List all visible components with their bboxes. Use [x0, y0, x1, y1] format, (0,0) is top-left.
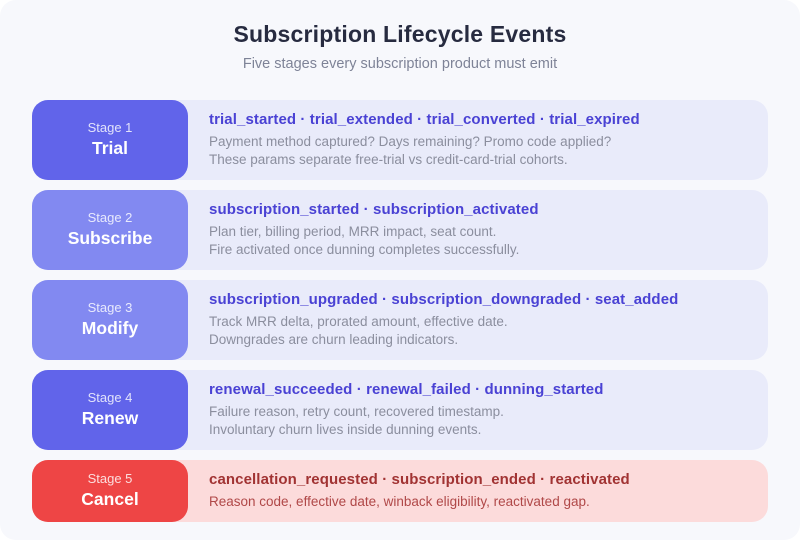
stage-description: Payment method captured? Days remaining?…: [209, 133, 748, 169]
stage-content: renewal_succeeded · renewal_failed · dun…: [188, 370, 768, 450]
stage-description-line: Payment method captured? Days remaining?…: [209, 134, 612, 149]
stage-description: Reason code, effective date, winback eli…: [209, 493, 748, 511]
stage-row: Stage 2 Subscribe subscription_started ·…: [32, 189, 768, 270]
stage-number-label: Stage 4: [87, 390, 133, 406]
stage-event-names: renewal_succeeded · renewal_failed · dun…: [209, 380, 604, 398]
stage-description-line: Reason code, effective date, winback eli…: [209, 493, 590, 509]
stage-description-line: Track MRR delta, prorated amount, effect…: [209, 313, 508, 329]
stage-event-names: subscription_started · subscription_acti…: [209, 200, 539, 218]
stage-content: trial_started · trial_extended · trial_c…: [188, 100, 768, 180]
stage-badge: Stage 3 Modify: [32, 279, 188, 360]
stage-description: Failure reason, retry count, recovered t…: [209, 403, 748, 439]
stage-badge: Stage 2 Subscribe: [32, 189, 188, 270]
page-subtitle: Five stages every subscription product m…: [242, 56, 558, 72]
stage-row: Stage 3 Modify subscription_upgraded · s…: [32, 279, 768, 360]
stage-number-label: Stage 5: [87, 471, 133, 487]
stage-badge: Stage 4 Renew: [32, 369, 188, 450]
stage-description-line: These params separate free-trial vs cred…: [209, 151, 568, 167]
stage-number-label: Stage 2: [87, 210, 133, 226]
stage-name: Trial: [92, 138, 128, 159]
stage-content: cancellation_requested · subscription_en…: [188, 460, 768, 522]
stage-name: Renew: [81, 408, 139, 429]
stage-row: Stage 1 Trial trial_started · trial_exte…: [32, 100, 768, 180]
stage-name: Cancel: [81, 489, 139, 510]
stage-content: subscription_upgraded · subscription_dow…: [188, 280, 768, 360]
stage-description: Track MRR delta, prorated amount, effect…: [209, 313, 748, 349]
stage-description-line: Downgrades are churn leading indicators.: [209, 331, 459, 347]
stage-row: Stage 4 Renew renewal_succeeded · renewa…: [32, 369, 768, 450]
stage-description-line: Involuntary churn lives inside dunning e…: [209, 421, 482, 437]
stage-event-names: trial_started · trial_extended · trial_c…: [209, 111, 640, 128]
stage-row: Stage 5 Cancel cancellation_requested · …: [32, 459, 768, 522]
stage-badge: Stage 5 Cancel: [32, 459, 188, 522]
stage-event-names: cancellation_requested · subscription_en…: [209, 470, 630, 488]
stage-description: Plan tier, billing period, MRR impact, s…: [209, 223, 748, 259]
stage-number-label: Stage 1: [87, 120, 133, 136]
stage-event-names: subscription_upgraded · subscription_dow…: [209, 290, 679, 308]
stage-description-line: Fire activated once dunning completes su…: [209, 241, 520, 257]
stage-list: Stage 1 Trial trial_started · trial_exte…: [32, 100, 768, 522]
stage-badge: Stage 1 Trial: [32, 100, 188, 180]
stage-description-line: Failure reason, retry count, recovered t…: [209, 403, 504, 419]
stage-name: Subscribe: [67, 228, 153, 249]
stage-name: Modify: [81, 318, 139, 339]
page-title: Subscription Lifecycle Events: [233, 21, 567, 47]
stage-description-line: Plan tier, billing period, MRR impact, s…: [209, 223, 497, 239]
stage-content: subscription_started · subscription_acti…: [188, 190, 768, 270]
stage-number-label: Stage 3: [87, 300, 133, 316]
header: Subscription Lifecycle Events Five stage…: [0, 0, 800, 72]
